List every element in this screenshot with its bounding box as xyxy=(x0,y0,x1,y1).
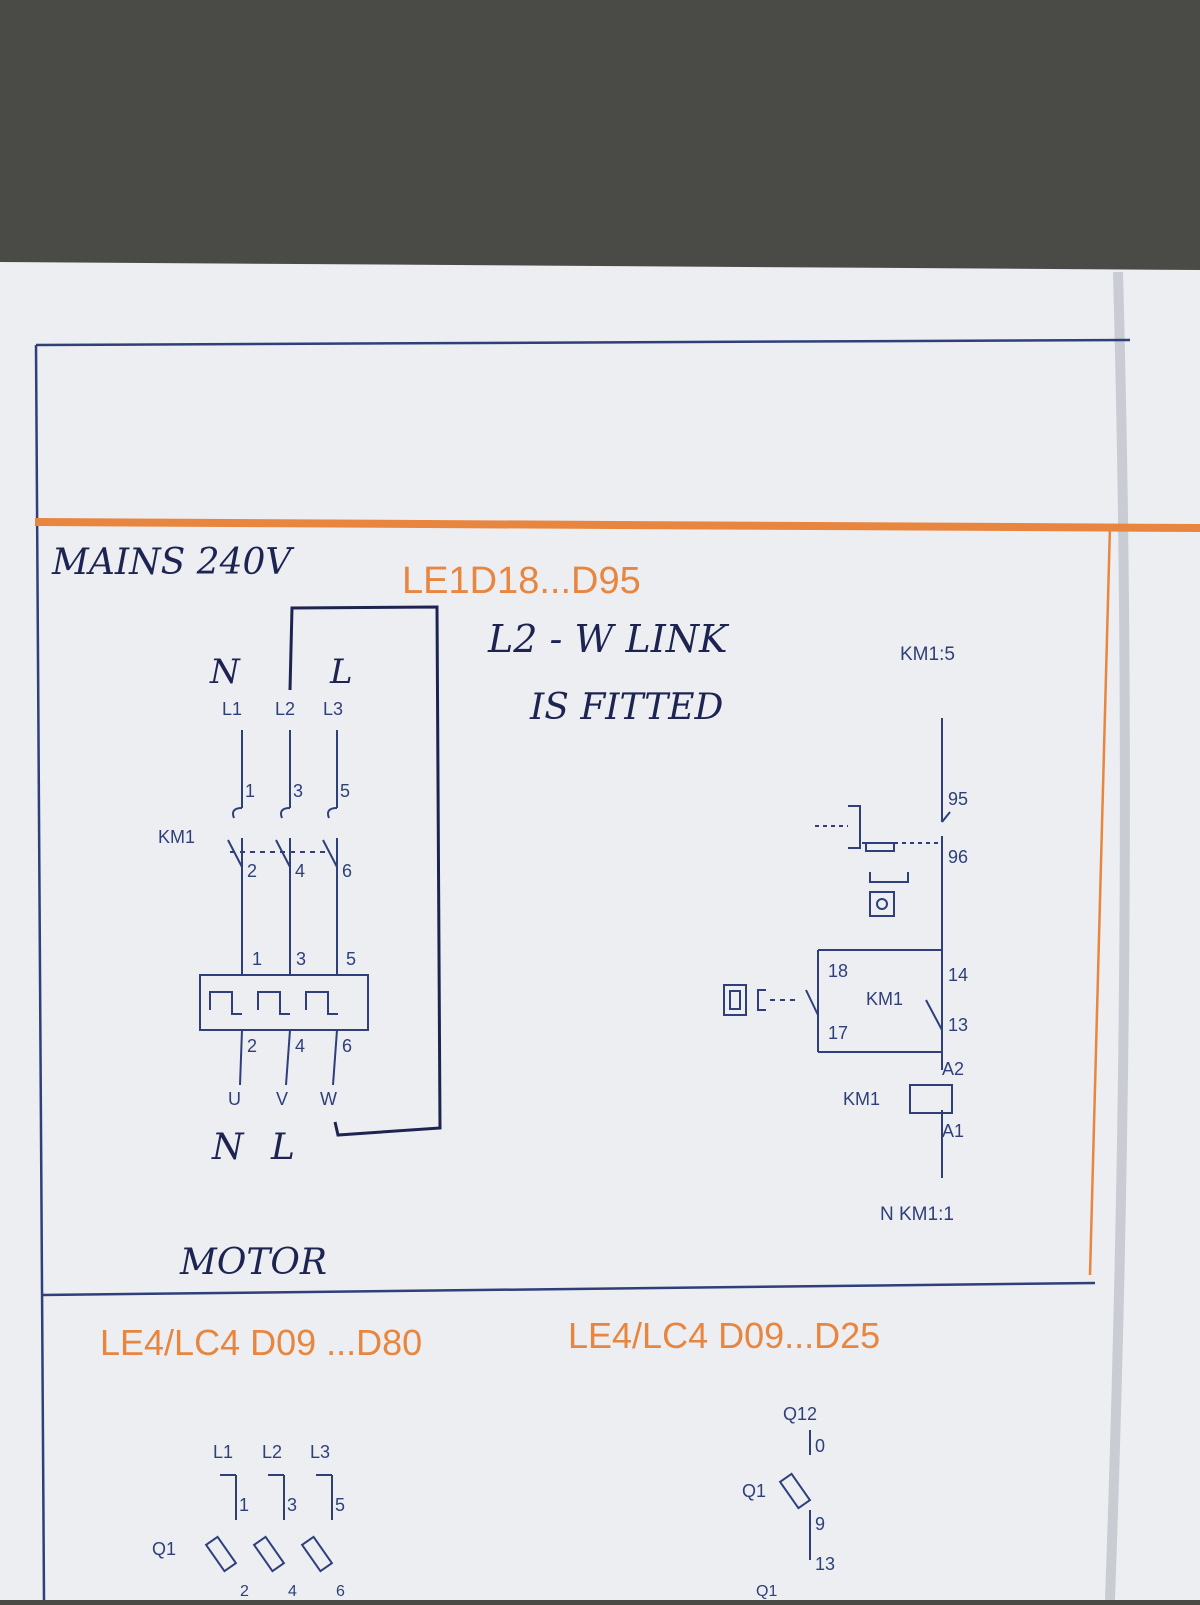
control-return-ref: N KM1:1 xyxy=(880,1204,954,1225)
s2-top-terminal: 0 xyxy=(815,1436,826,1456)
supply-terminal-l2: L2 xyxy=(275,699,296,719)
contactor-label: KM1 xyxy=(158,827,196,847)
hand-drawn-link xyxy=(288,605,442,1137)
supply-terminal-l1: L1 xyxy=(222,699,243,719)
s2-terminal-9: 9 xyxy=(815,1514,826,1534)
overload-bottom-2: 2 xyxy=(247,1036,258,1056)
overload-bottom-4: 4 xyxy=(295,1036,306,1056)
s2-isolator-1: 1 xyxy=(239,1495,250,1515)
overload-top-5: 5 xyxy=(346,949,357,969)
page-frame xyxy=(34,338,1131,1601)
s2-breaker-bottom-6: 6 xyxy=(336,1583,345,1600)
aux-contact-label: KM1 xyxy=(866,989,904,1009)
paper-sheet xyxy=(0,262,1200,1600)
section2-title-left: LE4/LC4 D09 ...D80 xyxy=(100,1322,423,1363)
link-note-line-1: L2 - W LINK xyxy=(488,617,728,661)
overload-top-3: 3 xyxy=(296,949,307,969)
coil-terminal-a1: A1 xyxy=(942,1121,965,1141)
start-terminal-18: 18 xyxy=(828,961,849,981)
motor-terminal-w: W xyxy=(320,1089,337,1109)
contact-top-1: 1 xyxy=(245,781,256,801)
overload-nc-96: 96 xyxy=(948,847,969,867)
start-terminal-17: 17 xyxy=(828,1023,849,1043)
control-supply-ref: KM1:5 xyxy=(900,644,955,665)
control-circuit xyxy=(723,718,953,1178)
s2-supply-l3: L3 xyxy=(310,1442,331,1462)
s2-terminal-13: 13 xyxy=(815,1554,836,1574)
nl-hand-label: N L xyxy=(212,1127,303,1168)
s2-isolator-5: 5 xyxy=(335,1495,346,1515)
s2-isolator-3: 3 xyxy=(287,1495,298,1515)
s2-control-breaker-label: Q1 xyxy=(742,1481,767,1501)
link-note-line-2: IS FITTED xyxy=(530,687,724,728)
s2-supply-l2: L2 xyxy=(262,1442,283,1462)
overload-bottom-6: 6 xyxy=(342,1036,353,1056)
hold-terminal-14: 14 xyxy=(948,965,969,985)
s2-next-label: Q1 xyxy=(756,1583,778,1600)
contact-bottom-2: 2 xyxy=(247,861,258,881)
paper-fold xyxy=(1105,271,1130,1601)
overload-nc-95: 95 xyxy=(948,789,969,809)
section1-title: LE1D18...D95 xyxy=(402,560,641,602)
section2-title-right: LE4/LC4 D09...D25 xyxy=(568,1315,881,1356)
hold-terminal-13: 13 xyxy=(948,1015,969,1035)
supply-terminal-l3: L3 xyxy=(323,699,344,719)
coil-label: KM1 xyxy=(843,1089,881,1109)
power-circuit xyxy=(199,730,369,1086)
overload-top-1: 1 xyxy=(252,949,263,969)
motor-terminal-v: V xyxy=(276,1089,289,1109)
s2-supply-l1: L1 xyxy=(213,1442,234,1462)
motor-terminal-u: U xyxy=(228,1089,241,1109)
neutral-hand-label: N xyxy=(210,652,240,692)
contact-bottom-4: 4 xyxy=(295,861,306,881)
coil-terminal-a2: A2 xyxy=(942,1059,965,1079)
live-hand-label: L xyxy=(330,652,353,692)
s2-top-ref: Q12 xyxy=(783,1404,818,1424)
mains-voltage-note: MAINS 240V xyxy=(52,542,292,583)
section2-circuit xyxy=(204,1430,812,1573)
s2-breaker-bottom-4: 4 xyxy=(288,1583,297,1600)
contact-bottom-6: 6 xyxy=(342,861,353,881)
contact-top-3: 3 xyxy=(293,781,304,801)
contact-top-5: 5 xyxy=(340,781,351,801)
orange-divider xyxy=(34,518,1200,532)
s2-breaker-label: Q1 xyxy=(152,1539,177,1559)
motor-note: MOTOR xyxy=(180,1242,328,1283)
s2-breaker-bottom-2: 2 xyxy=(240,1583,249,1600)
